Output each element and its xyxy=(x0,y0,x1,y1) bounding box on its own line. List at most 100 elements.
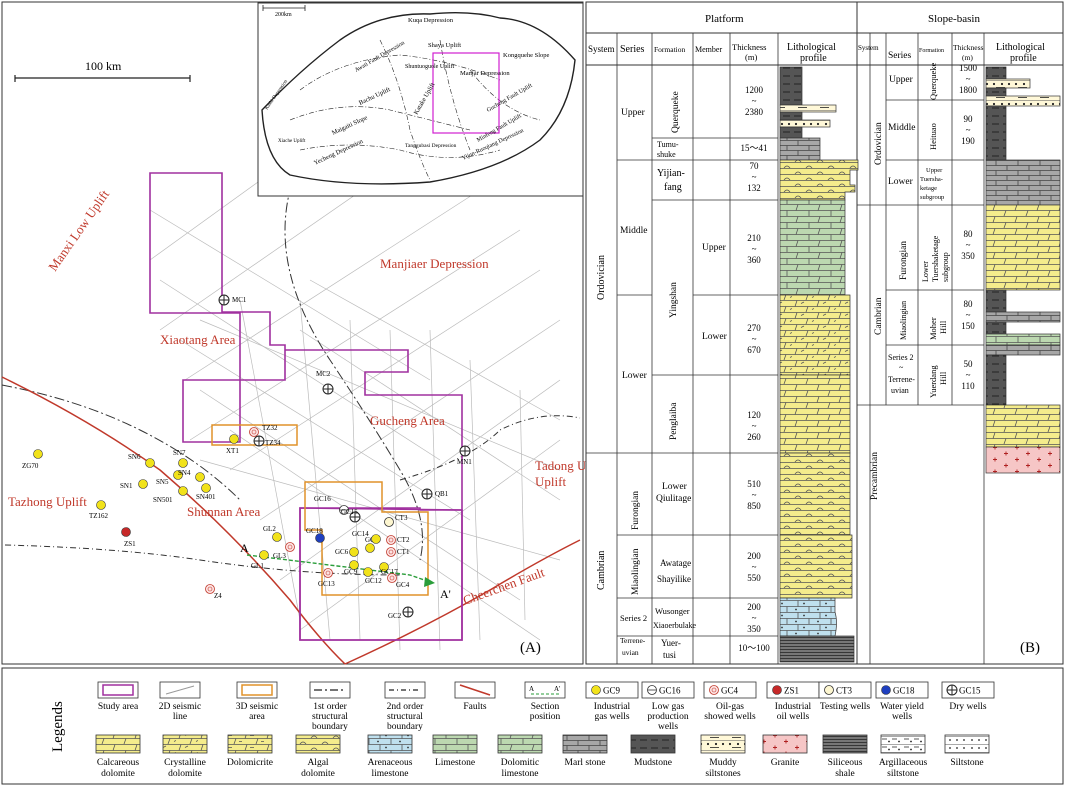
legend-well-code: GC4 xyxy=(721,686,739,696)
sb-thickness-4: 110 xyxy=(961,381,975,391)
slope-title: Slope-basin xyxy=(928,13,980,25)
panel-a-label: (A) xyxy=(520,640,541,656)
legend-label: 1st order xyxy=(313,702,347,712)
inset-label-2: Shaya Uplift xyxy=(428,42,461,49)
pf-series-terr-2: uvian xyxy=(622,648,639,657)
well-z4 xyxy=(205,584,215,594)
legend-label: production xyxy=(647,712,688,722)
legend-label: position xyxy=(530,712,561,722)
legend-label: Marl stone xyxy=(565,758,606,768)
region-tadong-2: Uplift xyxy=(535,474,566,489)
well-ct2 xyxy=(386,535,396,545)
legend-symbol-dry xyxy=(946,684,958,696)
well-label: CT1 xyxy=(397,548,410,556)
well-label: GL3 xyxy=(273,552,286,560)
legend-symbol-test xyxy=(824,685,834,695)
pf-thickness-9: 10～100 xyxy=(738,643,770,653)
legend-label: Industrial xyxy=(775,702,812,712)
well-label: GL2 xyxy=(263,525,276,533)
pf-thickness-8: ~ xyxy=(752,613,757,623)
well-gc2 xyxy=(402,606,414,618)
well-mn1 xyxy=(459,445,471,457)
sb-thickness-0: ~ xyxy=(966,74,971,84)
seismic-3d-area-gc xyxy=(304,481,429,596)
pf-member-upper: Upper xyxy=(702,243,727,253)
sb-series-s2: Series 2 xyxy=(888,353,914,362)
inset-label-14: Xiache Uplift xyxy=(278,139,306,144)
legend-label: Granite xyxy=(771,758,800,768)
well-label: TZ162 xyxy=(89,512,109,520)
pf-thickness-6: 850 xyxy=(747,501,761,511)
legend-label: oil wells xyxy=(777,712,810,722)
pf-thickness-4: 670 xyxy=(747,345,761,355)
pf-form-tumu-2: shuke xyxy=(657,150,676,159)
well-label: SN6 xyxy=(128,453,141,461)
well-label: GC6 xyxy=(335,548,349,556)
panel-a-map: 100 km 200km Kuqa Depression Shaya Uplif… xyxy=(1,1,608,665)
pf-thickness-7: 200 xyxy=(747,551,761,561)
legend-well-code: ZS1 xyxy=(784,686,799,696)
region-manjiaer: Manjiaer Depression xyxy=(380,256,489,271)
well-label: SN5 xyxy=(156,478,169,486)
legend-label: Dolomicrite xyxy=(227,758,273,768)
legend-symbol-gas xyxy=(591,685,601,695)
pf-thickness-0: 1200 xyxy=(745,85,764,95)
sb-thickness-4: 50 xyxy=(964,359,974,369)
legend-label: Section xyxy=(531,702,560,712)
well-zg70 xyxy=(33,449,43,459)
well-tz32 xyxy=(249,427,259,437)
pf-form-qiulitage-2: Qiulitage xyxy=(656,494,691,504)
well-zs1 xyxy=(121,527,131,537)
well-label: MC2 xyxy=(316,370,331,378)
well-label: Z4 xyxy=(214,592,222,600)
section-label-a: A xyxy=(240,541,249,555)
sb-hdr-thickness-unit: (m) xyxy=(962,53,973,62)
inset-label-6: Manjar Depression xyxy=(460,70,510,77)
sb-thickness-3: 80 xyxy=(964,299,974,309)
pf-form-yijian: Yijian- xyxy=(657,168,685,179)
legend-label: dolomite xyxy=(101,769,135,779)
pf-thickness-3: 210 xyxy=(747,233,761,243)
sb-series-s2-c: Terrene- xyxy=(888,375,915,384)
pf-thickness-7: 550 xyxy=(747,573,761,583)
legend-label: 2nd order xyxy=(387,702,425,712)
legend-label: Argillaceous xyxy=(879,758,928,768)
section-line xyxy=(246,554,431,583)
pf-thickness-5: 260 xyxy=(747,432,761,442)
sb-series-middle: Middle xyxy=(888,123,915,133)
platform-litho-column xyxy=(779,66,859,663)
legend-label: line xyxy=(173,712,187,722)
fault-line-cheerchen xyxy=(344,539,581,665)
fault-line-north xyxy=(1,376,346,665)
sb-thickness-2: 350 xyxy=(961,251,975,261)
sb-form-lower-tuer: Lower xyxy=(921,261,930,282)
sb-thickness-4: ~ xyxy=(966,370,971,380)
section-label-a2: A' xyxy=(440,587,451,601)
well-sn4 xyxy=(195,472,205,482)
well-label: ZG70 xyxy=(22,462,39,470)
well-label: ZS1 xyxy=(124,540,136,548)
sb-thickness-0: 1800 xyxy=(959,85,978,95)
legend-label: boundary xyxy=(312,722,348,732)
legend-label: boundary xyxy=(387,722,423,732)
second-order-boundary-2 xyxy=(399,415,581,481)
inset-study-box xyxy=(432,52,500,134)
legend-label: Mudstone xyxy=(634,758,672,768)
legend-label: siltstone xyxy=(887,769,919,779)
legend-label: Water yield xyxy=(880,702,924,712)
well-gc14 xyxy=(371,534,381,544)
well-sn6 xyxy=(145,458,155,468)
slope-litho-column xyxy=(985,66,1061,474)
pf-thickness-8: 350 xyxy=(747,624,761,634)
legend-label: Study area xyxy=(98,702,139,712)
sb-series-s2-b: ~ xyxy=(899,363,904,372)
